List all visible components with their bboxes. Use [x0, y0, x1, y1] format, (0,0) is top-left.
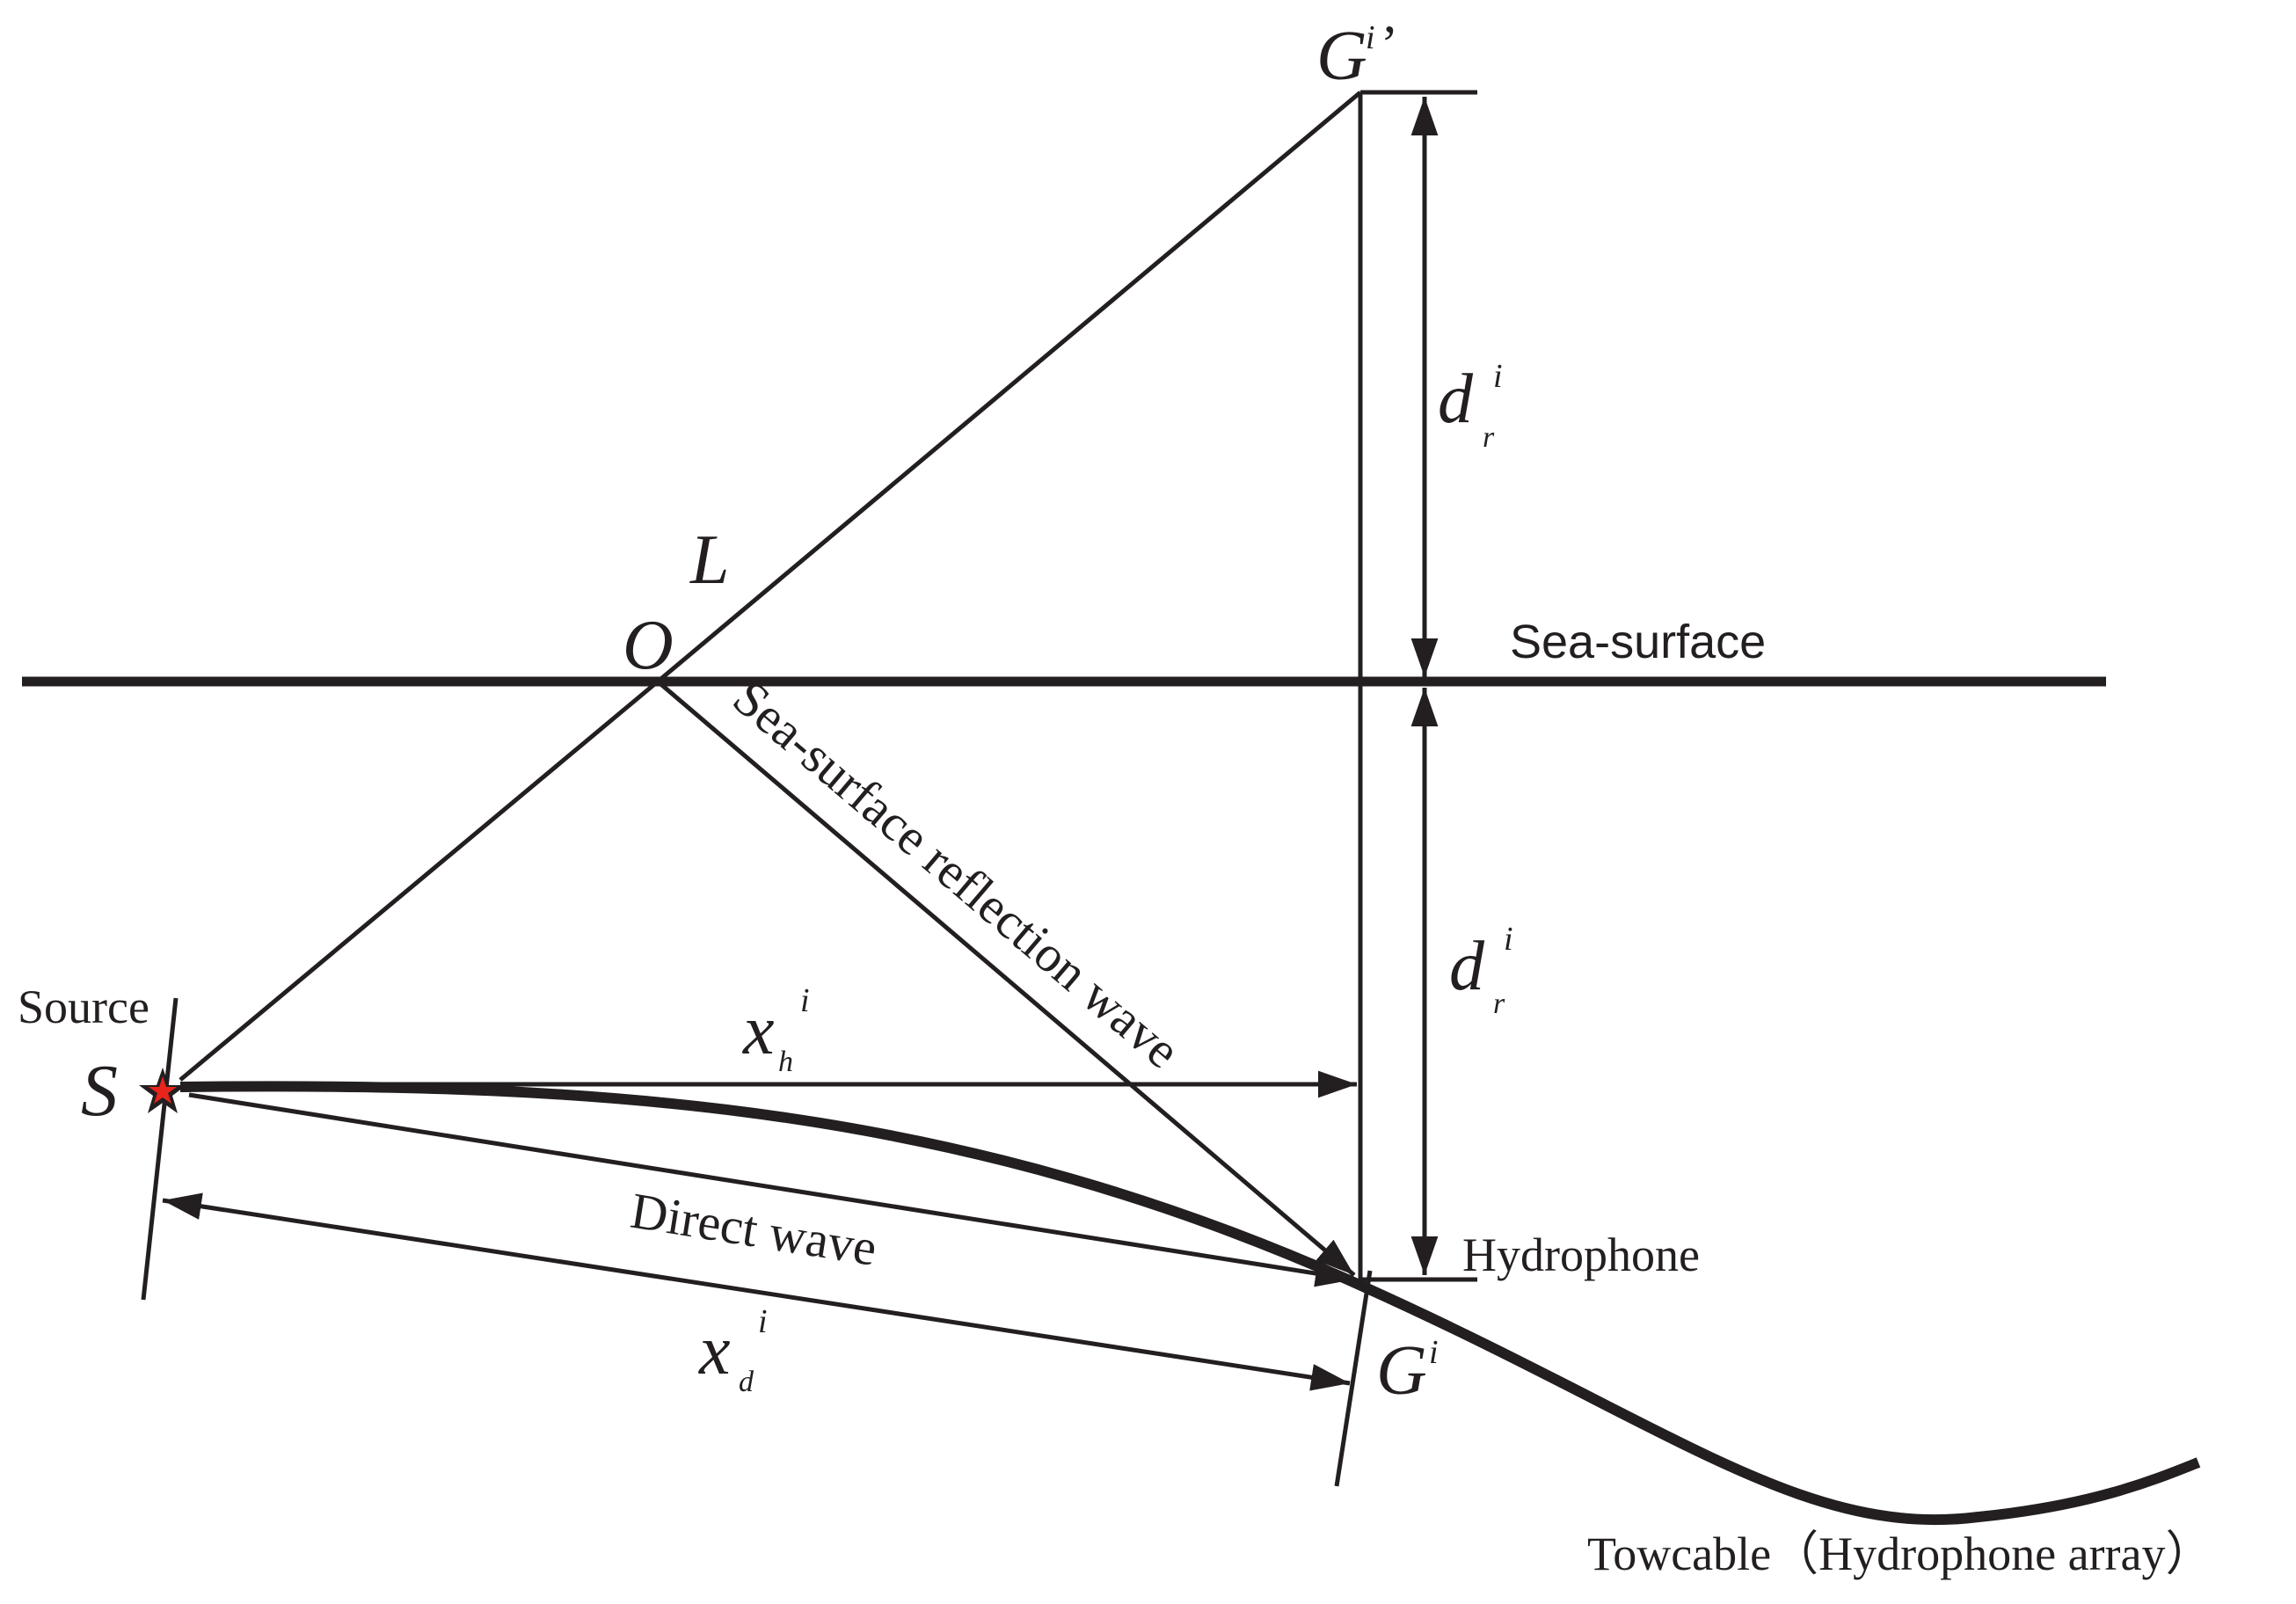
svg-text:i: i [1366, 19, 1375, 56]
label-hydrophone: Hydrophone [1462, 1229, 1700, 1281]
svg-text:i: i [1493, 358, 1503, 395]
svg-text:h: h [778, 1046, 793, 1078]
svg-text:i: i [1504, 921, 1513, 958]
svg-text:d: d [1438, 361, 1474, 438]
svg-text:i: i [1429, 1334, 1439, 1371]
svg-text:i: i [800, 982, 810, 1019]
source-witness-line [141, 997, 179, 1301]
xd-dimension [162, 1192, 1351, 1391]
label-S: S [81, 1050, 118, 1132]
svg-text:d: d [1449, 928, 1485, 1005]
label-g-image: G i ’ [1316, 15, 1398, 95]
svg-text:r: r [1483, 421, 1495, 454]
label-source: Source [18, 981, 149, 1033]
towcable-curve [179, 1081, 2201, 1526]
label-g-receiver: G i [1376, 1332, 1439, 1410]
source-star-icon [139, 1068, 186, 1113]
svg-text:G: G [1316, 18, 1367, 95]
label-dr-lower: d r i [1449, 921, 1513, 1020]
svg-text:x: x [698, 1312, 731, 1389]
label-direct-wave: Direct wave [627, 1182, 880, 1277]
svg-text:x: x [742, 992, 775, 1069]
label-xh: x h i [742, 982, 810, 1078]
receiver-witness-line [1334, 1270, 1373, 1487]
label-reflection-wave: Sea-surface reflection wave [723, 668, 1192, 1079]
svg-text:d: d [739, 1366, 754, 1398]
label-towcable: Towcable（Hydrophone array） [1587, 1527, 2212, 1580]
label-O: O [623, 607, 674, 684]
svg-text:i: i [758, 1303, 768, 1340]
label-L: L [689, 521, 730, 599]
svg-text:r: r [1493, 988, 1505, 1020]
incident-ray [179, 680, 660, 1082]
label-xd: x d i [698, 1303, 768, 1398]
label-dr-upper: d r i [1438, 358, 1503, 454]
mirror-ray [656, 91, 1362, 683]
svg-text:G: G [1376, 1332, 1427, 1410]
label-sea-surface: Sea-surface [1510, 616, 1766, 668]
svg-text:’: ’ [1381, 15, 1398, 73]
reflection-wave-ray [656, 680, 1356, 1277]
